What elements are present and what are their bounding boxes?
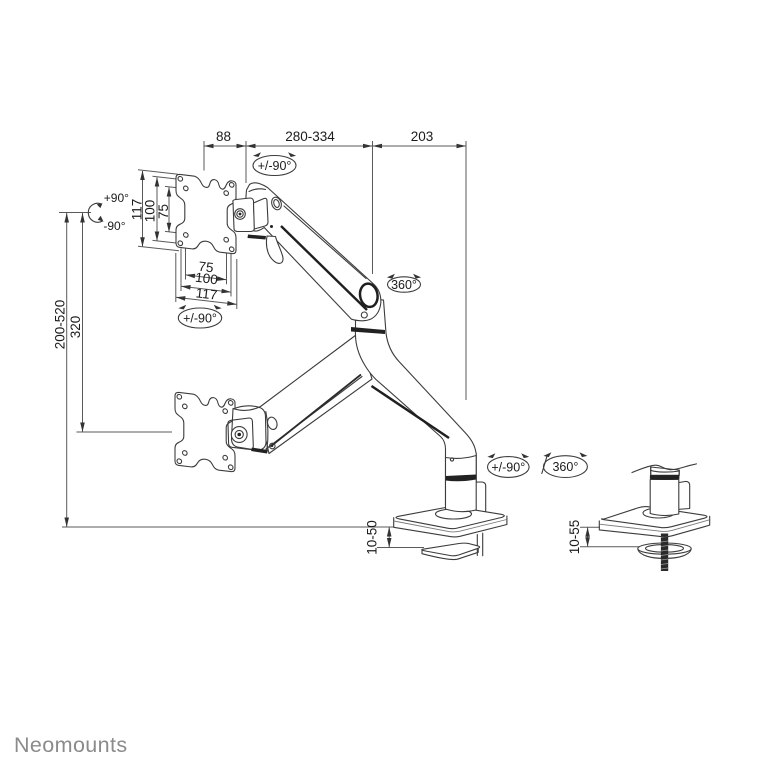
svg-text:75: 75 <box>156 204 171 219</box>
svg-text:+/-90°: +/-90° <box>491 461 525 475</box>
svg-text:117: 117 <box>195 285 218 302</box>
svg-text:-90°: -90° <box>103 219 125 233</box>
svg-text:320: 320 <box>68 316 83 339</box>
svg-text:100: 100 <box>143 200 158 223</box>
svg-text:+/-90°: +/-90° <box>183 312 217 326</box>
svg-text:360°: 360° <box>391 278 417 292</box>
svg-text:+90°: +90° <box>104 191 129 205</box>
svg-text:280-334: 280-334 <box>285 129 335 144</box>
svg-text:200-520: 200-520 <box>53 300 68 350</box>
svg-text:10-50: 10-50 <box>365 520 380 555</box>
svg-text:10-55: 10-55 <box>567 520 582 555</box>
svg-text:203: 203 <box>411 129 434 144</box>
svg-text:88: 88 <box>216 129 231 144</box>
svg-text:75: 75 <box>198 259 215 276</box>
svg-text:Neomounts: Neomounts <box>14 733 128 757</box>
svg-text:117: 117 <box>130 199 145 221</box>
svg-text:+/-90°: +/-90° <box>258 159 292 173</box>
svg-text:100: 100 <box>194 270 218 288</box>
svg-text:360°: 360° <box>552 460 578 474</box>
